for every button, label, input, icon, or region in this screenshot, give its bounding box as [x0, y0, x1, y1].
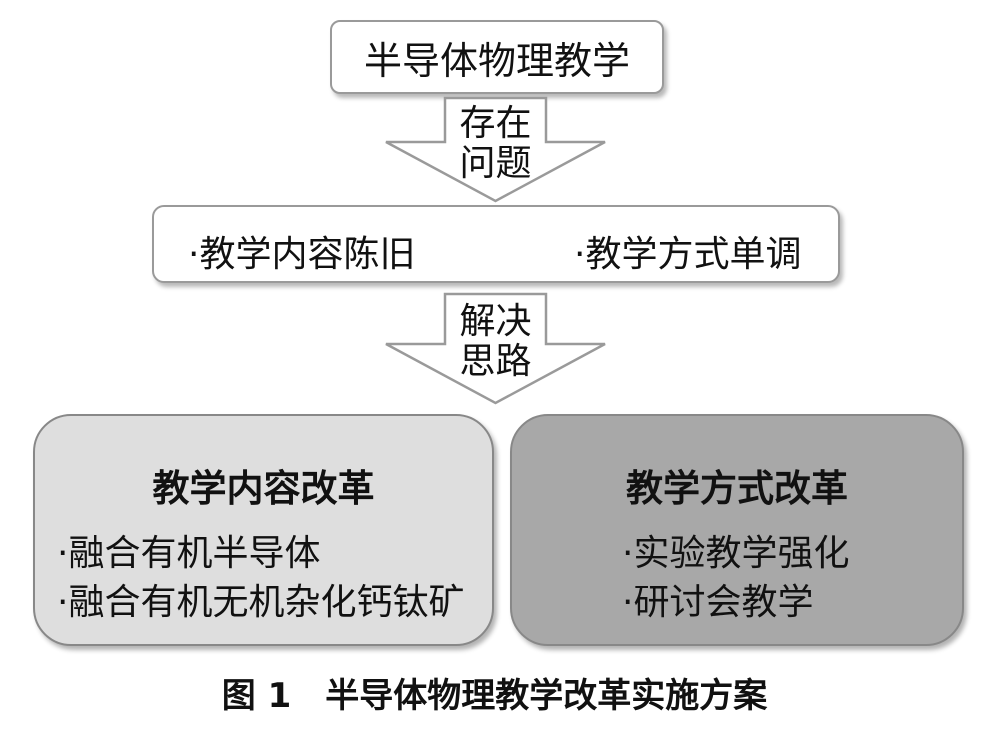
problem-arrow: 存在 问题 [383, 96, 608, 204]
arrow-2-line-1: 解决 [459, 301, 532, 342]
figure-caption: 图 1 半导体物理教学改革实施方案 [221, 676, 768, 716]
problems-box: ·教学内容陈旧 ·教学方式单调 [152, 205, 840, 283]
method-reform-panel: 教学方式改革 ·实验教学强化 ·研讨会教学 [510, 414, 964, 646]
arrow-2-line-2: 思路 [459, 341, 532, 382]
down-arrow-shape-2 [385, 292, 606, 405]
top-node-label: 半导体物理教学 [363, 38, 630, 83]
arrow-1-line-2: 问题 [459, 143, 532, 184]
method-reform-item: ·研讨会教学 [622, 582, 814, 623]
problem-item: ·教学方式单调 [574, 234, 802, 275]
content-reform-panel: 教学内容改革 ·融合有机半导体 ·融合有机无机杂化钙钛矿 [33, 414, 494, 646]
content-reform-item: ·融合有机半导体 [57, 533, 321, 574]
method-reform-item: ·实验教学强化 [622, 533, 850, 574]
content-reform-item: ·融合有机无机杂化钙钛矿 [57, 582, 465, 623]
arrow-1-line-1: 存在 [459, 103, 532, 144]
problem-item: ·教学内容陈旧 [188, 234, 416, 275]
solution-arrow: 解决 思路 [383, 292, 608, 406]
content-reform-title: 教学内容改革 [152, 467, 375, 510]
top-node-box: 半导体物理教学 [330, 20, 664, 94]
method-reform-title: 教学方式改革 [626, 467, 848, 510]
down-arrow-shape-1 [385, 96, 606, 203]
